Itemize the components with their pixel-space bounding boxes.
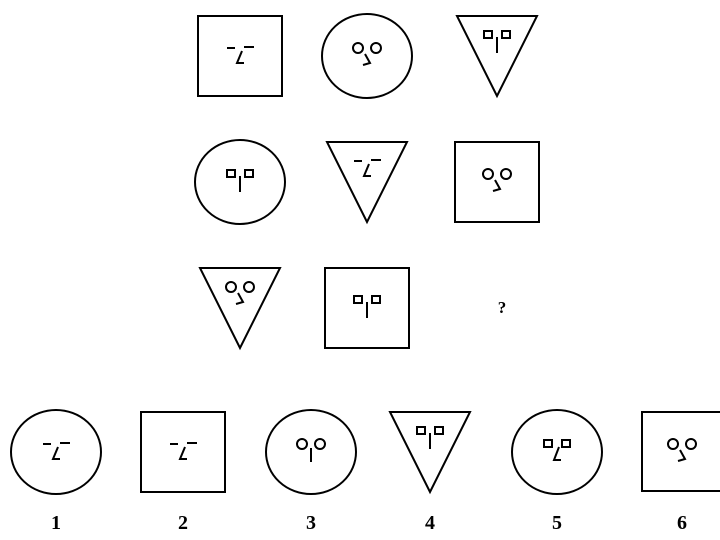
answer-option-6[interactable]: 6 [642, 412, 720, 534]
answer-option-label: 6 [677, 512, 687, 534]
grid-cell-r2-c1 [195, 140, 285, 224]
answer-option-3[interactable]: 3 [266, 410, 356, 534]
dash-eyes-face-icon [170, 443, 197, 459]
grid-cell-r3-c2 [325, 268, 409, 348]
round-eyes-v-nose-face-icon [226, 282, 254, 304]
dash-eyes-face-icon [43, 443, 70, 459]
grid-cell-r2-c3 [455, 142, 539, 222]
answer-option-label: 1 [51, 512, 61, 534]
triangle-outline [457, 16, 537, 96]
grid-cell-r3-c1 [200, 268, 280, 348]
triangle-outline [327, 142, 407, 222]
triangle-outline [200, 268, 280, 348]
round-eyes-v-nose-face-icon [353, 43, 381, 65]
round-eyes-v-nose-face-icon [483, 169, 511, 191]
square-eyes-line-nose-face-icon [417, 427, 443, 449]
dash-eyes-face-icon [354, 160, 381, 176]
round-eyes-v-nose-face-icon [668, 439, 696, 461]
square-eyes-l-nose-face-icon [544, 440, 570, 460]
square-eyes-line-nose-face-icon [227, 170, 253, 192]
round-eyes-line-nose-face-icon [297, 439, 325, 462]
grid-cell-r1-c3 [457, 16, 537, 96]
answer-option-1[interactable]: 1 [11, 410, 101, 534]
triangle-outline [390, 412, 470, 492]
answer-option-2[interactable]: 2 [141, 412, 225, 534]
grid-cell-r1-c1 [198, 16, 282, 96]
grid-cell-r3-c3: ? [498, 298, 507, 317]
answer-option-label: 3 [306, 512, 316, 534]
answer-option-label: 5 [552, 512, 562, 534]
answer-option-label: 2 [178, 512, 188, 534]
grid-cell-r2-c2 [327, 142, 407, 222]
answer-option-label: 4 [425, 512, 435, 534]
answer-options: 1 2 3 4 5 6 [11, 410, 720, 534]
grid-cell-r1-c2 [322, 14, 412, 98]
dash-eyes-face-icon [227, 47, 254, 63]
answer-option-5[interactable]: 5 [512, 410, 602, 534]
square-eyes-line-nose-face-icon [484, 31, 510, 53]
missing-cell-question-mark: ? [498, 298, 507, 317]
answer-option-4[interactable]: 4 [390, 412, 470, 534]
puzzle-grid: ? [195, 14, 539, 348]
square-eyes-line-nose-face-icon [354, 296, 380, 318]
